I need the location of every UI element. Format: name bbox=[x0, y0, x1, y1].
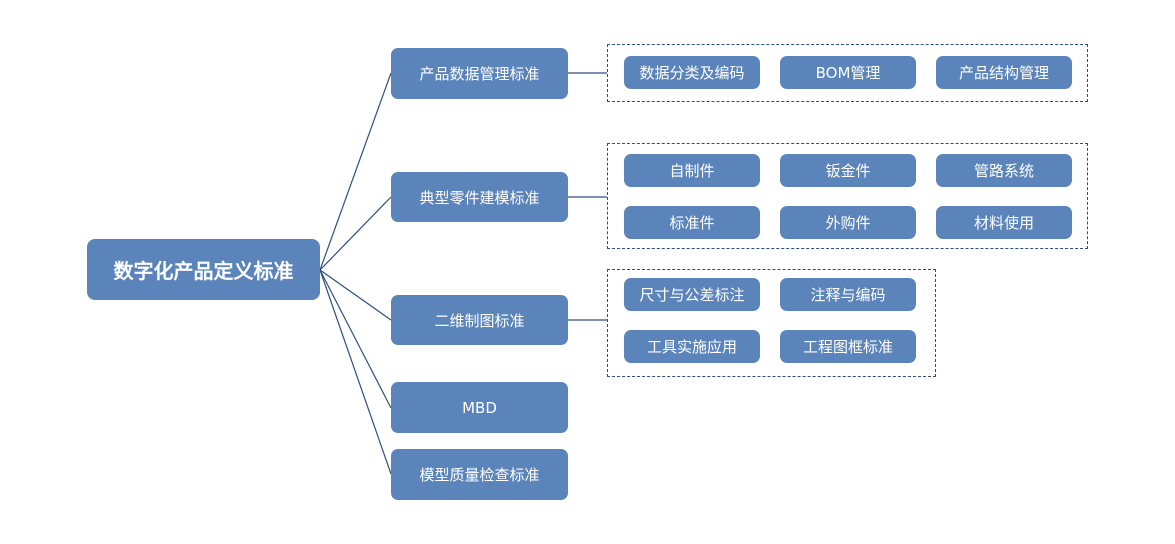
leaf-node: 材料使用 bbox=[936, 206, 1072, 239]
leaf-node: 尺寸与公差标注 bbox=[624, 278, 760, 311]
root-node: 数字化产品定义标准 bbox=[87, 239, 320, 300]
group-product-data-management bbox=[607, 44, 1088, 102]
leaf-node: 数据分类及编码 bbox=[624, 56, 760, 89]
branch-node-product-data-management: 产品数据管理标准 bbox=[391, 48, 568, 99]
leaf-node: 工具实施应用 bbox=[624, 330, 760, 363]
leaf-node: 自制件 bbox=[624, 154, 760, 187]
leaf-node: 标准件 bbox=[624, 206, 760, 239]
link-root-branch-1 bbox=[319, 72, 392, 271]
branch-node-mbd: MBD bbox=[391, 382, 568, 433]
branch-node-model-quality-check: 模型质量检查标准 bbox=[391, 449, 568, 500]
branch-node-typical-part-modeling: 典型零件建模标准 bbox=[391, 172, 568, 222]
leaf-node: BOM管理 bbox=[780, 56, 916, 89]
leaf-node: 工程图框标准 bbox=[780, 330, 916, 363]
group-typical-part-modeling bbox=[607, 143, 1088, 249]
leaf-node: 产品结构管理 bbox=[936, 56, 1072, 89]
leaf-node: 钣金件 bbox=[780, 154, 916, 187]
link-root-branch-4 bbox=[319, 269, 392, 409]
link-root-branch-5 bbox=[319, 269, 392, 475]
leaf-node: 注释与编码 bbox=[780, 278, 916, 311]
leaf-node: 外购件 bbox=[780, 206, 916, 239]
branch-node-2d-drawing: 二维制图标准 bbox=[391, 295, 568, 345]
leaf-node: 管路系统 bbox=[936, 154, 1072, 187]
link-root-branch-2 bbox=[319, 196, 392, 271]
link-root-branch-3 bbox=[319, 269, 392, 321]
group-2d-drawing bbox=[607, 269, 936, 377]
